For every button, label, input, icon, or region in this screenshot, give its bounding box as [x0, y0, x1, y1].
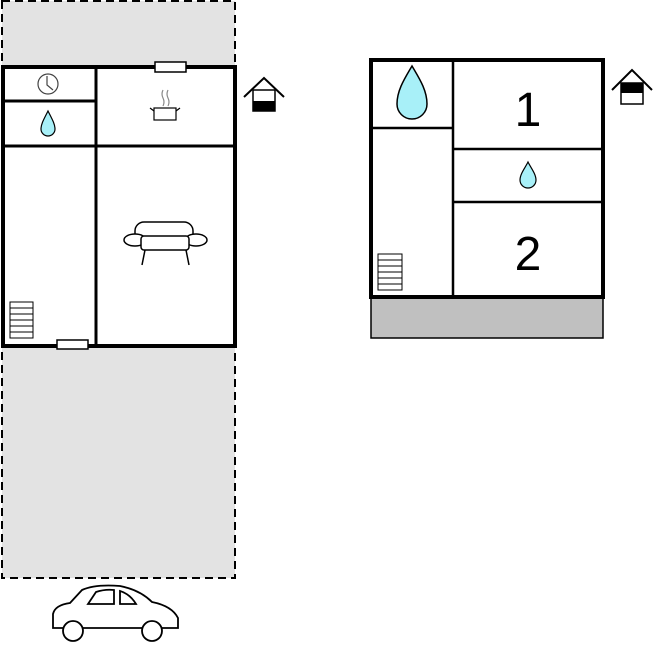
stairs-icon [377, 253, 403, 291]
water-drop-icon [519, 160, 537, 189]
bedroom-1-label: 1 [515, 84, 542, 137]
first-floor: 1 2 [369, 58, 605, 339]
water-drop-icon [396, 64, 428, 120]
window [154, 61, 187, 73]
house-ground-floor-icon [243, 76, 285, 112]
house-upper-floor-icon [611, 68, 653, 105]
clock-icon [37, 73, 59, 95]
terrace [370, 297, 604, 339]
cooking-pot-icon [149, 89, 181, 121]
ground-floor [1, 61, 237, 350]
stairs-icon [9, 301, 34, 339]
sofa-icon [123, 221, 208, 266]
bedroom-2-label: 2 [515, 228, 542, 281]
entrance-door [56, 339, 89, 350]
water-drop-icon [40, 109, 56, 137]
car-icon [52, 584, 179, 642]
